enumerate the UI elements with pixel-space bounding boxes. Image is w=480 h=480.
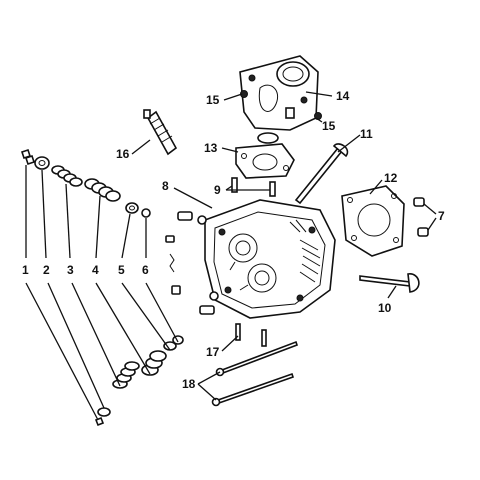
cylinder-head-gasket-part (341, 185, 405, 257)
callout-16: 16 (116, 147, 130, 161)
callout-2: 2 (43, 263, 50, 277)
oil-plug-part (177, 211, 207, 225)
cylinder-head-part (204, 199, 336, 319)
lower-spring-set (94, 335, 184, 427)
cover-gasket-part (257, 132, 279, 144)
callout-13: 13 (204, 141, 218, 155)
inner-valve-spring-part (84, 178, 121, 202)
stud-bolt-part (231, 177, 276, 197)
intake-valve-part (294, 143, 349, 205)
callout-6: 6 (142, 263, 149, 277)
dowel-pin-part (413, 197, 429, 237)
callout-11: 11 (360, 127, 373, 141)
callout-14: 14 (336, 89, 350, 103)
callout-3: 3 (67, 263, 74, 277)
callout-5: 5 (118, 263, 125, 277)
valve-stem-seal-part (141, 208, 151, 218)
cam-holder-part (239, 55, 319, 131)
spark-plug-part (143, 109, 178, 156)
callout-18: 18 (182, 377, 196, 391)
callout-1: 1 (22, 263, 29, 277)
short-stud-part (235, 323, 267, 347)
callout-4: 4 (92, 263, 99, 277)
callout-7: 7 (438, 209, 445, 223)
valve-cotter-part (20, 148, 36, 166)
callout-12: 12 (384, 171, 398, 185)
valve-retainer-part (34, 156, 50, 170)
long-bolt-part (211, 340, 299, 407)
callout-10: 10 (378, 301, 392, 315)
valve-guide-part (165, 235, 181, 295)
outer-valve-spring-part (51, 165, 83, 187)
callout-9: 9 (214, 183, 221, 197)
callout-15-left: 15 (206, 93, 220, 107)
spring-seat-part (125, 202, 139, 214)
callout-17: 17 (206, 345, 220, 359)
callout-8: 8 (162, 179, 169, 193)
exhaust-valve-part (359, 273, 420, 293)
callout-15-right: 15 (322, 119, 336, 133)
tappet-adjuster-part (199, 291, 219, 315)
leader-lines (25, 91, 437, 421)
intake-gasket-part (235, 143, 295, 179)
